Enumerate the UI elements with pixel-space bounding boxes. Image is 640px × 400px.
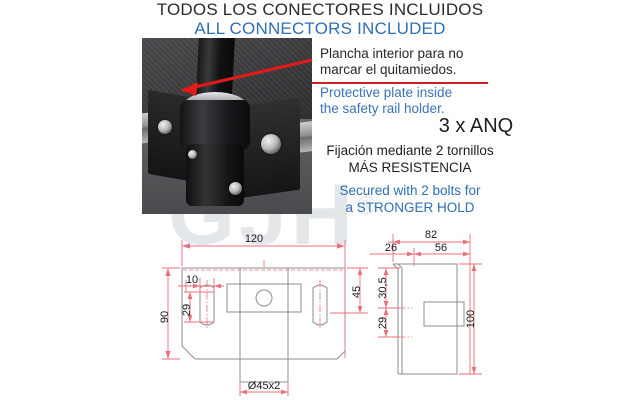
dim-slot-29: 29 <box>181 304 193 316</box>
callout-en-line1: Protective plate inside <box>320 85 453 100</box>
product-photo <box>142 38 312 214</box>
callout-es-line1: Plancha interior para no <box>320 46 464 61</box>
dim-offset-29: 29 <box>377 317 389 329</box>
dim-height-45: 45 <box>351 286 363 298</box>
dim-width-120: 120 <box>245 233 263 245</box>
dim-depth-56: 56 <box>435 242 447 254</box>
technical-drawing: 120 90 10 29 45 Ø45x2 <box>0 222 640 400</box>
product-quantity-label: 3 x ANQ <box>438 115 514 137</box>
dim-depth-26: 26 <box>385 242 397 254</box>
dim-depth-82: 82 <box>425 229 437 241</box>
callout-divider <box>312 82 488 84</box>
fixing-spanish: Fijación mediante 2 tornillos MÁS RESIST… <box>305 143 515 176</box>
callout-es-line2: marcar el quitamiedos. <box>320 62 457 77</box>
fixing-es-line1: Fijación mediante 2 tornillos <box>326 143 494 158</box>
dim-tube-diameter: Ø45x2 <box>248 380 280 392</box>
fixing-en-line1: Secured with 2 bolts for <box>339 183 481 198</box>
side-view-geometry <box>392 263 465 375</box>
bolt-icon <box>158 120 172 134</box>
page-title-english: ALL CONNECTORS INCLUDED <box>194 19 446 38</box>
dim-offset-30-5: 30,5 <box>377 277 389 298</box>
front-view-dim-lines <box>162 240 368 396</box>
dim-height-100: 100 <box>465 310 477 328</box>
bolt-icon <box>229 182 242 195</box>
front-view-geometry <box>181 267 346 383</box>
dim-slot-10: 10 <box>186 274 198 286</box>
bolt-icon <box>188 150 197 159</box>
holder-collar-upper <box>180 100 250 150</box>
bolt-icon <box>261 134 281 154</box>
callout-arrow-icon <box>181 58 312 96</box>
side-view-centerlines <box>386 307 412 338</box>
fixing-en-line2: a STRONGER HOLD <box>345 199 475 215</box>
front-view-centerlines <box>206 260 321 330</box>
fixing-english: Secured with 2 bolts for a STRONGER HOLD <box>305 183 515 216</box>
page-title-spanish: TODOS LOS CONECTORES INCLUIDOS <box>156 0 484 19</box>
side-view-dim-lines <box>370 234 482 375</box>
callout-en-line2: the safety rail holder. <box>320 101 445 116</box>
fixing-es-line2: MÁS RESISTENCIA <box>348 159 472 175</box>
dim-height-90: 90 <box>159 311 171 323</box>
callout-spanish: Plancha interior para no marcar el quita… <box>320 46 463 78</box>
registered-mark-icon: ® <box>356 190 381 221</box>
callout-english: Protective plate inside the safety rail … <box>320 85 452 117</box>
